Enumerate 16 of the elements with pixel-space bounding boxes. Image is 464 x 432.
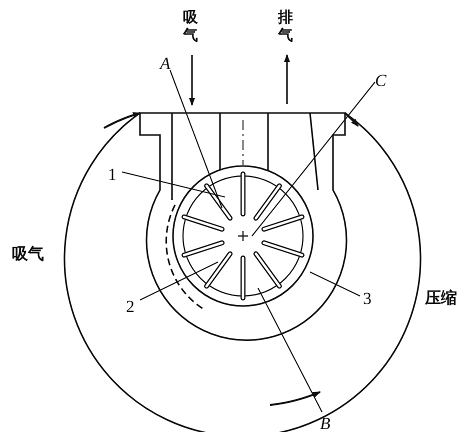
leader-line	[169, 70, 223, 208]
suction-label: 吸气	[183, 8, 199, 44]
suction-zone-label: 吸气	[12, 246, 44, 262]
compression-zone-label: 压缩	[425, 290, 457, 306]
part-label: 1	[108, 166, 116, 183]
leader-line	[310, 272, 360, 296]
part-label: C	[375, 72, 386, 89]
leader-line	[252, 82, 376, 236]
part-label: A	[160, 55, 170, 72]
part-label: B	[320, 415, 330, 432]
exhaust-label: 排气	[278, 8, 294, 44]
leader-line	[140, 262, 218, 300]
part-label: 2	[126, 298, 134, 315]
part-label: 3	[363, 290, 372, 307]
leader-line	[122, 171, 226, 198]
leader-line	[258, 288, 322, 412]
